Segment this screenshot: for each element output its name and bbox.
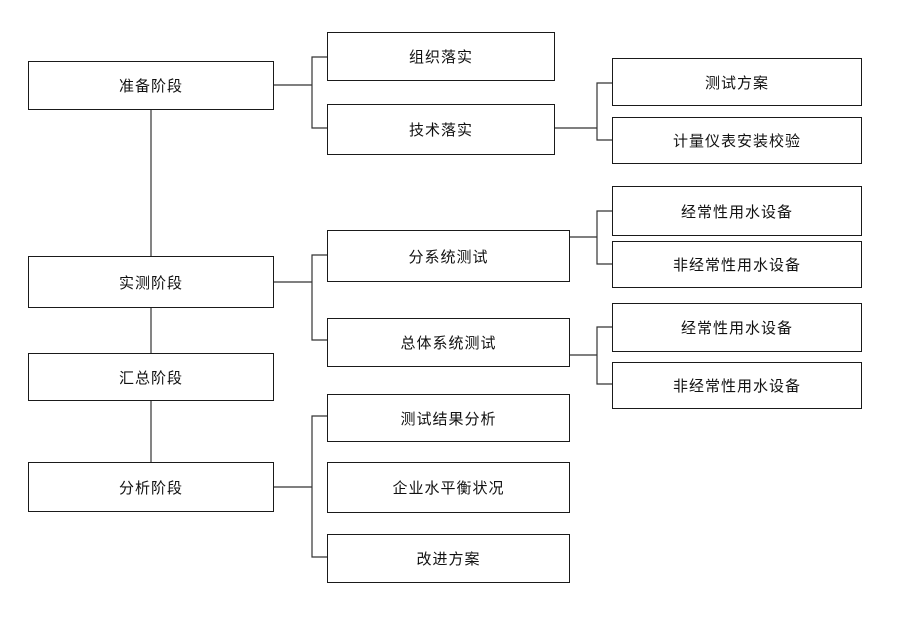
stage-measure: 实测阶段 — [28, 256, 274, 308]
prep-task-tech: 技术落实 — [327, 104, 555, 155]
analysis-task-improve: 改进方案 — [327, 534, 570, 583]
analysis-task-results: 测试结果分析 — [327, 394, 570, 442]
overall-irregular-equipment: 非经常性用水设备 — [612, 362, 862, 409]
analysis-task-balance: 企业水平衡状况 — [327, 462, 570, 513]
tech-task-meter: 计量仪表安装校验 — [612, 117, 862, 164]
bracket-prep-tasks — [311, 56, 327, 129]
bracket-measure-tasks — [311, 254, 327, 341]
tech-task-plan: 测试方案 — [612, 58, 862, 106]
bracket-subsystem-tasks — [596, 210, 612, 265]
subsystem-regular-equipment: 经常性用水设备 — [612, 186, 862, 236]
measure-task-overall: 总体系统测试 — [327, 318, 570, 367]
stage-analysis: 分析阶段 — [28, 462, 274, 512]
bracket-overall-tasks — [596, 326, 612, 385]
prep-task-org: 组织落实 — [327, 32, 555, 81]
measure-task-subsystem: 分系统测试 — [327, 230, 570, 282]
stage-summary: 汇总阶段 — [28, 353, 274, 401]
overall-regular-equipment: 经常性用水设备 — [612, 303, 862, 352]
bracket-analysis-tasks — [311, 415, 327, 558]
stage-prep: 准备阶段 — [28, 61, 274, 110]
bracket-tech-tasks — [596, 82, 612, 141]
subsystem-irregular-equipment: 非经常性用水设备 — [612, 241, 862, 288]
